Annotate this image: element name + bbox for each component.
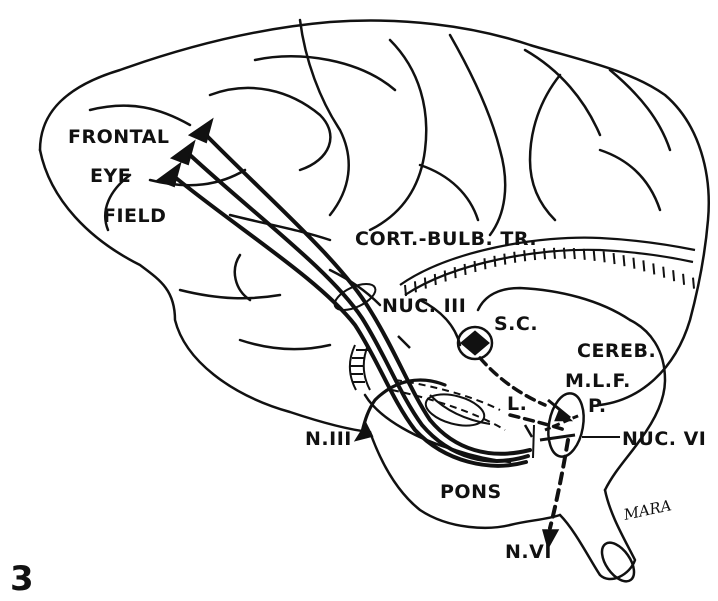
n6-arrow — [543, 440, 568, 548]
label-n-iii: N.III — [305, 428, 352, 450]
hatch-tick — [445, 270, 446, 281]
hatch-tick — [534, 249, 535, 260]
artist-signature: MARA — [621, 496, 673, 524]
label-eye: EYE — [90, 165, 131, 187]
hatch-tick — [544, 248, 545, 259]
hatch-tick — [614, 253, 615, 264]
hatch-tick — [574, 248, 575, 259]
hatch-tick — [455, 267, 456, 278]
hatch-tick — [504, 254, 505, 265]
hatch-tick — [663, 267, 664, 278]
hatch-tick — [594, 250, 595, 261]
label-cort-bulb-tr: CORT.-BULB. TR. — [355, 228, 537, 250]
label-frontal: FRONTAL — [68, 126, 169, 148]
label-s-c: S.C. — [494, 313, 538, 335]
temporal-hatch — [350, 345, 370, 390]
label-nuc-vi: NUC. VI — [622, 428, 706, 450]
label-mlf: M.L.F. — [565, 370, 631, 392]
figure-number: 3 — [10, 559, 34, 599]
hatch-tick — [643, 260, 644, 271]
hatch-tick — [475, 261, 476, 272]
hatch-tick — [564, 248, 565, 259]
hatch-tick — [415, 281, 416, 292]
hatch-tick — [604, 251, 605, 262]
hatch-tick — [435, 274, 436, 285]
hatch-tick — [514, 252, 515, 263]
hatch-tick — [494, 256, 495, 267]
hatch-tick — [633, 258, 634, 269]
hatch-tick — [425, 278, 426, 289]
hatch-tick — [623, 255, 624, 266]
hatch-tick — [465, 264, 466, 275]
hatch-tick — [683, 274, 684, 285]
superior-colliculus — [458, 327, 492, 359]
label-field: FIELD — [103, 205, 166, 227]
label-l: L. — [507, 393, 527, 415]
hatch-tick — [584, 249, 585, 260]
label-pons: PONS — [440, 481, 502, 503]
hatch-tick — [653, 263, 654, 274]
hatch-tick — [673, 270, 674, 281]
hatch-tick — [524, 250, 525, 261]
hatch-tick — [554, 248, 555, 259]
label-nuc-iii: NUC. III — [382, 295, 466, 317]
hatch-tick — [484, 258, 485, 269]
label-n-vi: N.VI — [505, 541, 552, 563]
label-cereb: CEREB. — [577, 340, 656, 362]
hatch-tick — [693, 278, 694, 289]
label-p: P. — [588, 395, 607, 417]
